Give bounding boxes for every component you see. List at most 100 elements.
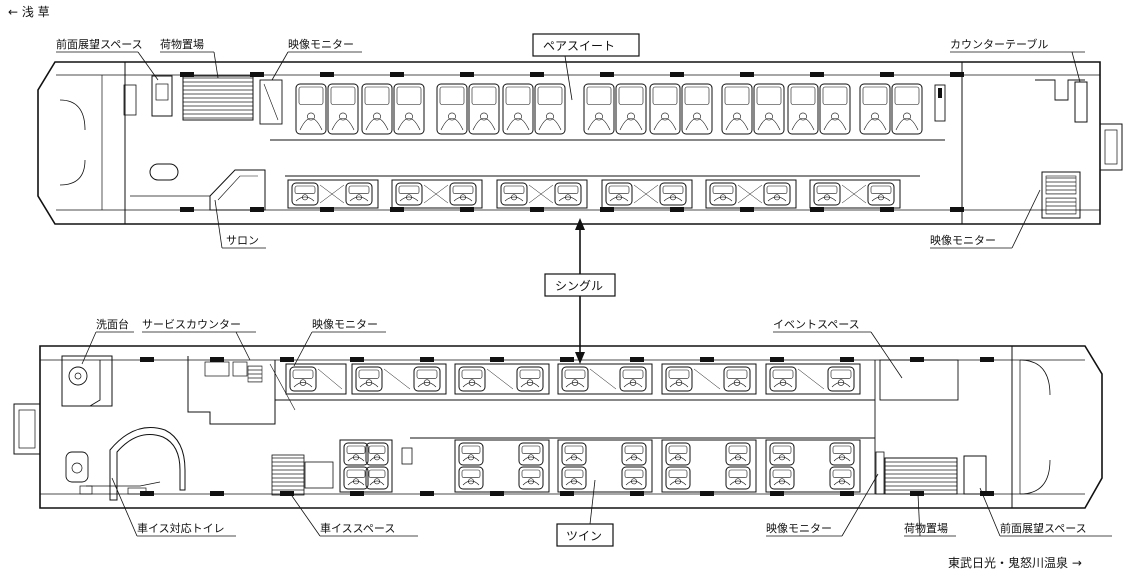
window-mark	[350, 357, 364, 362]
single-seat	[458, 366, 486, 392]
window-mark	[140, 491, 154, 496]
single-seat	[665, 366, 693, 392]
twin-seat	[365, 442, 389, 466]
pair-suite-seat	[583, 83, 615, 135]
label-twin: ツイン	[566, 529, 602, 543]
single-seat-unit	[496, 179, 588, 209]
single-seat-unit	[287, 179, 379, 209]
pair-suite-seat	[361, 83, 393, 135]
window-mark	[600, 207, 614, 212]
car-2-twin-seats	[339, 439, 861, 493]
pair-suite-seat	[393, 83, 425, 135]
window-mark	[350, 491, 364, 496]
pair-suite-seat	[436, 83, 468, 135]
label-front-observation-2: 前面展望スペース	[1000, 521, 1087, 535]
window-mark	[390, 207, 404, 212]
car-1-windows	[180, 72, 964, 212]
window-mark	[560, 357, 574, 362]
twin-seat	[665, 466, 691, 490]
single-seat	[605, 182, 633, 206]
label-wheelchair-space: 車イススペース	[320, 521, 395, 535]
single-seat	[413, 366, 441, 392]
single-seat	[395, 182, 423, 206]
window-mark	[420, 491, 434, 496]
window-mark	[210, 357, 224, 362]
window-mark	[980, 357, 994, 362]
window-mark	[390, 72, 404, 77]
single-seat-unit	[454, 363, 550, 395]
label-single: シングル	[555, 279, 603, 293]
window-mark	[420, 357, 434, 362]
twin-seat	[561, 466, 587, 490]
pair-suite-seat	[753, 83, 785, 135]
single-seat	[813, 182, 841, 206]
twin-seat	[769, 442, 795, 466]
window-mark	[530, 207, 544, 212]
window-mark	[210, 491, 224, 496]
single-seat-unit	[601, 179, 693, 209]
single-seat	[500, 182, 528, 206]
pair-suite-seat	[295, 83, 327, 135]
single-seat	[723, 366, 751, 392]
single-seat-unit	[391, 179, 483, 209]
single-callout: シングル	[544, 218, 616, 364]
single-seat	[619, 366, 647, 392]
pair-suite-seat	[819, 83, 851, 135]
label-video-monitor-2a: 映像モニター	[312, 318, 378, 331]
single-seat-unit	[351, 363, 447, 395]
label-video-monitor-1b: 映像モニター	[930, 234, 996, 247]
window-mark	[140, 357, 154, 362]
twin-seat	[518, 466, 544, 490]
label-front-observation-1: 前面展望スペース	[56, 37, 143, 51]
pair-suite-seat	[891, 83, 923, 135]
boxed-single	[544, 273, 616, 297]
window-mark	[320, 72, 334, 77]
window-mark	[460, 72, 474, 77]
window-mark	[740, 72, 754, 77]
pair-suite-seat	[859, 83, 891, 135]
window-mark	[840, 357, 854, 362]
twin-seat	[621, 442, 647, 466]
car-1-single-seats	[287, 179, 901, 209]
window-mark	[950, 72, 964, 77]
single-seat	[561, 366, 589, 392]
label-pair-suite: ペアスイート	[543, 39, 615, 53]
window-mark	[630, 357, 644, 362]
window-mark	[490, 491, 504, 496]
twin-seat-unit	[661, 439, 757, 493]
twin-seat	[769, 466, 795, 490]
twin-seat	[621, 466, 647, 490]
wheelchair-space	[271, 454, 305, 496]
window-mark	[770, 357, 784, 362]
window-mark	[910, 491, 924, 496]
twin-seat	[458, 442, 484, 466]
window-mark	[700, 491, 714, 496]
twin-seat	[829, 442, 855, 466]
window-mark	[250, 207, 264, 212]
single-seat	[355, 366, 383, 392]
window-mark	[280, 491, 294, 496]
boxed-twin	[556, 523, 614, 547]
single-seat	[769, 366, 797, 392]
window-mark	[840, 491, 854, 496]
window-mark	[530, 72, 544, 77]
window-mark	[180, 72, 194, 77]
twin-seat	[725, 442, 751, 466]
window-mark	[980, 491, 994, 496]
single-seat	[516, 366, 544, 392]
label-video-monitor-1a: 映像モニター	[288, 38, 354, 51]
single-seat	[554, 182, 582, 206]
pair-suite-seat	[787, 83, 819, 135]
twin-seat	[343, 466, 369, 490]
pair-suite-seat	[327, 83, 359, 135]
pair-suite-seat	[502, 83, 534, 135]
window-mark	[670, 207, 684, 212]
pair-suite-seat	[721, 83, 753, 135]
window-mark	[630, 491, 644, 496]
label-video-monitor-2b: 映像モニター	[766, 522, 832, 535]
accessible-toilet-partition	[109, 427, 186, 501]
single-seat	[345, 182, 373, 206]
window-mark	[880, 72, 894, 77]
twin-seat	[665, 442, 691, 466]
